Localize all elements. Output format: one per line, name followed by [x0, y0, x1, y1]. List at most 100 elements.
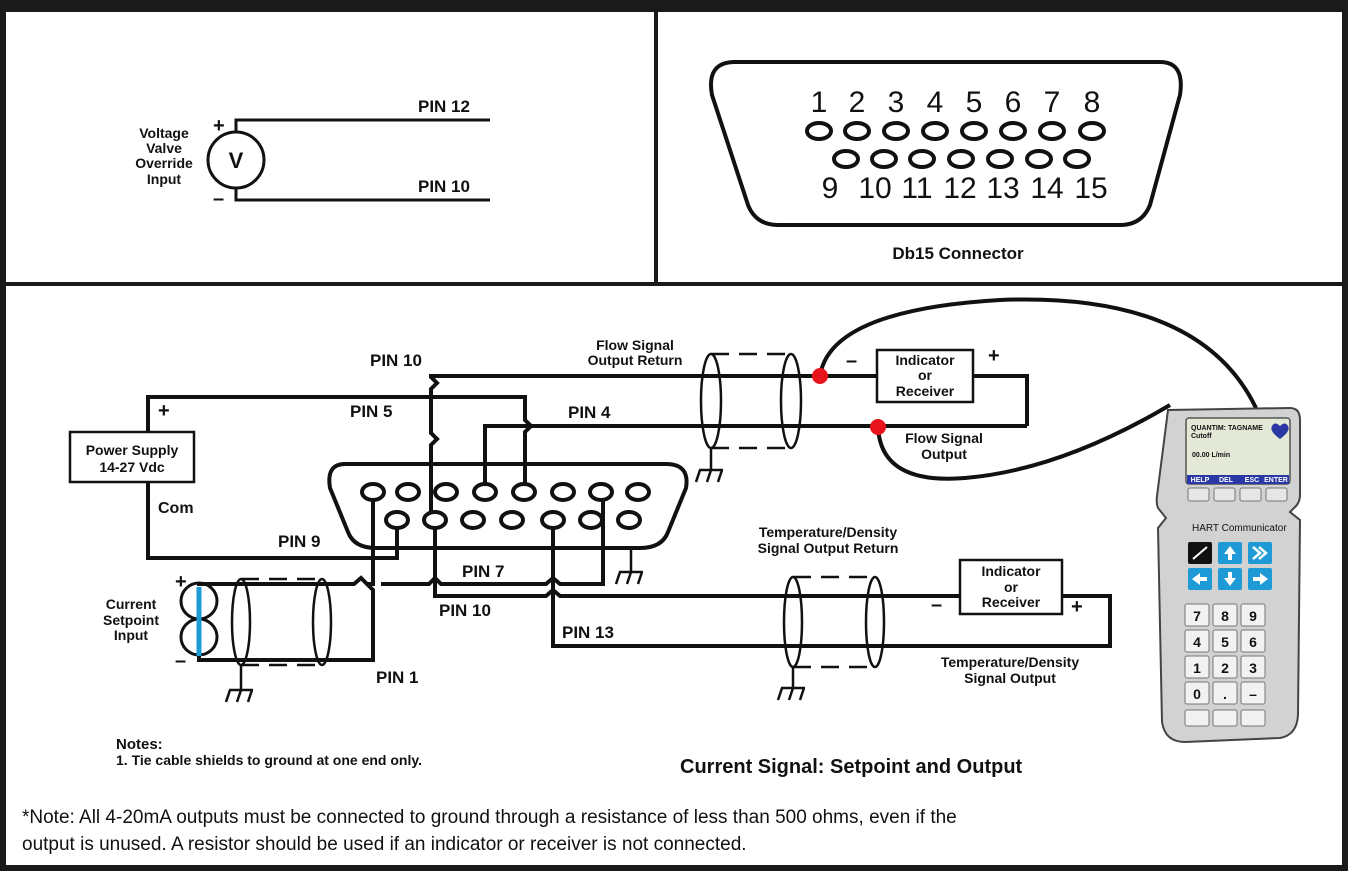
hart-key-minus — [1240, 681, 1266, 705]
connector-pin-3 — [433, 482, 459, 502]
hart-bottom-key-1 — [1184, 709, 1210, 727]
hart-softkey-esc: ESC — [1245, 477, 1259, 484]
db15-pin-number-11: 11 — [901, 172, 932, 205]
voltmeter-symbol: V — [229, 148, 244, 173]
db15-pin-hole-5 — [960, 121, 988, 141]
hart-key-7 — [1184, 603, 1210, 627]
hart-softkey-enter: ENTER — [1264, 477, 1288, 484]
hart-softkey-help: HELP — [1191, 477, 1210, 484]
hart-key-9-label: 9 — [1249, 608, 1257, 624]
voltage-override-panel: Voltage Valve Override Input V + – PIN 1… — [135, 97, 490, 210]
temp-plus-sign: + — [1071, 596, 1083, 618]
wire-temp-return-line — [433, 528, 960, 598]
db15-pin-hole-15 — [1063, 149, 1091, 169]
indicator-box-flow — [875, 348, 975, 404]
hart-lead-2 — [876, 403, 1172, 481]
connector-pin-6 — [550, 482, 576, 502]
notes-item-1: 1. Tie cable shields to ground at one en… — [116, 752, 422, 768]
temp-shield-right — [864, 575, 886, 669]
panel-caption: Current Signal: Setpoint and Output — [680, 756, 1023, 778]
current-signal-panel — [68, 297, 1258, 703]
db15-pin-number-13: 13 — [986, 172, 1019, 205]
db15-pin-hole-13 — [986, 149, 1014, 169]
wire-power-plus — [146, 395, 534, 484]
hart-key-dot — [1212, 681, 1238, 705]
temp-output-label-1: Temperature/Density — [941, 654, 1079, 670]
pin1-label: PIN 1 — [376, 668, 419, 687]
voltage-input-label-1: Voltage — [139, 125, 189, 141]
power-plus-sign: + — [158, 400, 170, 422]
db15-pin-number-15: 15 — [1074, 172, 1107, 205]
hart-down-arrow-icon — [1224, 572, 1236, 586]
db15-pin-hole-14 — [1025, 149, 1053, 169]
notes-title: Notes: — [116, 736, 163, 753]
pin10-voltage-label: PIN 10 — [418, 177, 470, 196]
flow-return-junction-dot — [812, 368, 828, 384]
setpoint-label-1: Current — [106, 596, 157, 612]
power-supply-box — [68, 430, 196, 484]
hart-function-key-4 — [1265, 487, 1288, 502]
connector-pin-7 — [588, 482, 614, 502]
db15-pin-number-10: 10 — [858, 172, 891, 205]
hart-key-5 — [1212, 629, 1238, 653]
voltage-input-label-4: Input — [147, 171, 182, 187]
indicator-temp-line2: or — [1004, 579, 1019, 595]
db15-pin-hole-9 — [832, 149, 860, 169]
db15-pin-hole-8 — [1078, 121, 1106, 141]
indicator-flow-line2: or — [918, 367, 933, 383]
db15-pin-number-5: 5 — [966, 86, 983, 119]
indicator-temp-line1: Indicator — [981, 563, 1041, 579]
footnote-line-1: *Note: All 4-20mA outputs must be connec… — [22, 807, 957, 828]
connector-pin-11 — [460, 510, 486, 530]
connector-pin-9 — [384, 510, 410, 530]
flow-minus-sign: – — [846, 350, 857, 372]
power-com-label: Com — [158, 500, 194, 517]
setpoint-shield-left — [230, 577, 252, 667]
wire-pin10-voltage — [234, 188, 490, 202]
connector-pin-10 — [422, 510, 448, 530]
db15-pin-number-9: 9 — [822, 172, 839, 205]
hart-key-6-label: 6 — [1249, 634, 1257, 650]
setpoint-label-2: Setpoint — [103, 612, 159, 628]
pin12-label: PIN 12 — [418, 97, 470, 116]
hart-key-2-label: 2 — [1221, 660, 1229, 676]
voltage-minus-sign: – — [213, 188, 224, 210]
hart-key-6 — [1240, 629, 1266, 653]
connector-pin-12 — [499, 510, 525, 530]
flow-return-label-2: Output Return — [588, 352, 683, 368]
connector-pin-4 — [472, 482, 498, 502]
hart-function-key-3 — [1239, 487, 1262, 502]
pin7-label: PIN 7 — [462, 562, 505, 581]
db15-pin-number-6: 6 — [1005, 86, 1022, 119]
pin13-label: PIN 13 — [562, 623, 614, 642]
hart-function-key-1 — [1187, 487, 1210, 502]
hart-communicator: QUANTIM: TAGNAME Cutoff 00.00 L/min HELP… — [1155, 406, 1302, 744]
wire-pin10-flow-return — [429, 374, 1029, 512]
flow-plus-sign: + — [988, 345, 1000, 367]
flow-shield-right — [779, 352, 803, 450]
hart-key-1-label: 1 — [1193, 660, 1201, 676]
db15-shell-outline — [709, 60, 1183, 227]
hart-key-7-label: 7 — [1193, 608, 1201, 624]
hart-key-8 — [1212, 603, 1238, 627]
hart-up-arrow-icon — [1224, 546, 1236, 560]
flow-shield-left — [699, 352, 723, 450]
db15-pin-hole-6 — [999, 121, 1027, 141]
hart-right-arrow-icon — [1253, 573, 1268, 585]
db15-pin-number-1: 1 — [811, 86, 828, 119]
db15-pin-hole-4 — [921, 121, 949, 141]
pin10-bottom-label: PIN 10 — [439, 601, 491, 620]
db15-pin-hole-11 — [908, 149, 936, 169]
connector-pin-14 — [578, 510, 604, 530]
hart-key-8-label: 8 — [1221, 608, 1229, 624]
db15-connector-shell — [327, 462, 689, 550]
voltage-plus-sign: + — [213, 115, 225, 137]
wire-pin12 — [234, 118, 490, 132]
hart-key-3 — [1240, 655, 1266, 679]
wire-setpoint-plus — [197, 500, 375, 586]
hart-left-arrow-icon — [1192, 573, 1207, 585]
indicator-box-temp — [958, 558, 1064, 616]
hart-screen-value: 00.00 L/min — [1192, 452, 1230, 459]
wire-pin4-flow-output — [483, 424, 1027, 484]
